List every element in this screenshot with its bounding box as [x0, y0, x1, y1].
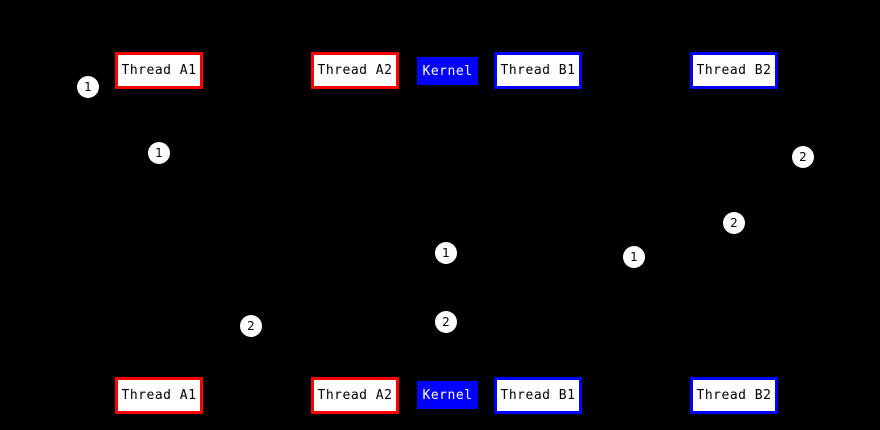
participant-label: Kernel: [422, 387, 473, 403]
participant-label: Thread B1: [500, 388, 576, 403]
step-marker-marker-2-kernel: 2: [435, 311, 457, 333]
step-marker-marker-2-a2-left: 2: [240, 315, 262, 337]
participant-box-thread-b1-bottom[interactable]: Thread B1: [494, 377, 582, 414]
participant-label: Thread A1: [121, 63, 197, 78]
participant-label: Thread B2: [696, 63, 772, 78]
participant-box-thread-b2-top[interactable]: Thread B2: [690, 52, 778, 89]
participant-box-thread-a2-top[interactable]: Thread A2: [311, 52, 399, 89]
step-marker-marker-1-b1: 1: [623, 246, 645, 268]
participant-label: Thread A1: [121, 388, 197, 403]
participant-label: Thread A2: [317, 388, 393, 403]
step-marker-marker-1-kernel: 1: [435, 242, 457, 264]
participant-box-thread-a1-top[interactable]: Thread A1: [115, 52, 203, 89]
participant-box-kernel-top[interactable]: Kernel: [417, 57, 478, 85]
step-marker-marker-1-a1: 1: [148, 142, 170, 164]
participant-label: Thread A2: [317, 63, 393, 78]
step-marker-marker-2-b2-right: 2: [792, 146, 814, 168]
participant-label: Thread B1: [500, 63, 576, 78]
participant-box-thread-a2-bottom[interactable]: Thread A2: [311, 377, 399, 414]
participant-box-thread-a1-bottom[interactable]: Thread A1: [115, 377, 203, 414]
participant-box-thread-b1-top[interactable]: Thread B1: [494, 52, 582, 89]
participant-label: Thread B2: [696, 388, 772, 403]
participant-box-thread-b2-bottom[interactable]: Thread B2: [690, 377, 778, 414]
step-marker-marker-1-left-top: 1: [77, 76, 99, 98]
participant-box-kernel-bottom[interactable]: Kernel: [417, 381, 478, 409]
step-marker-marker-2-b2-lower: 2: [723, 212, 745, 234]
participant-label: Kernel: [422, 63, 473, 79]
